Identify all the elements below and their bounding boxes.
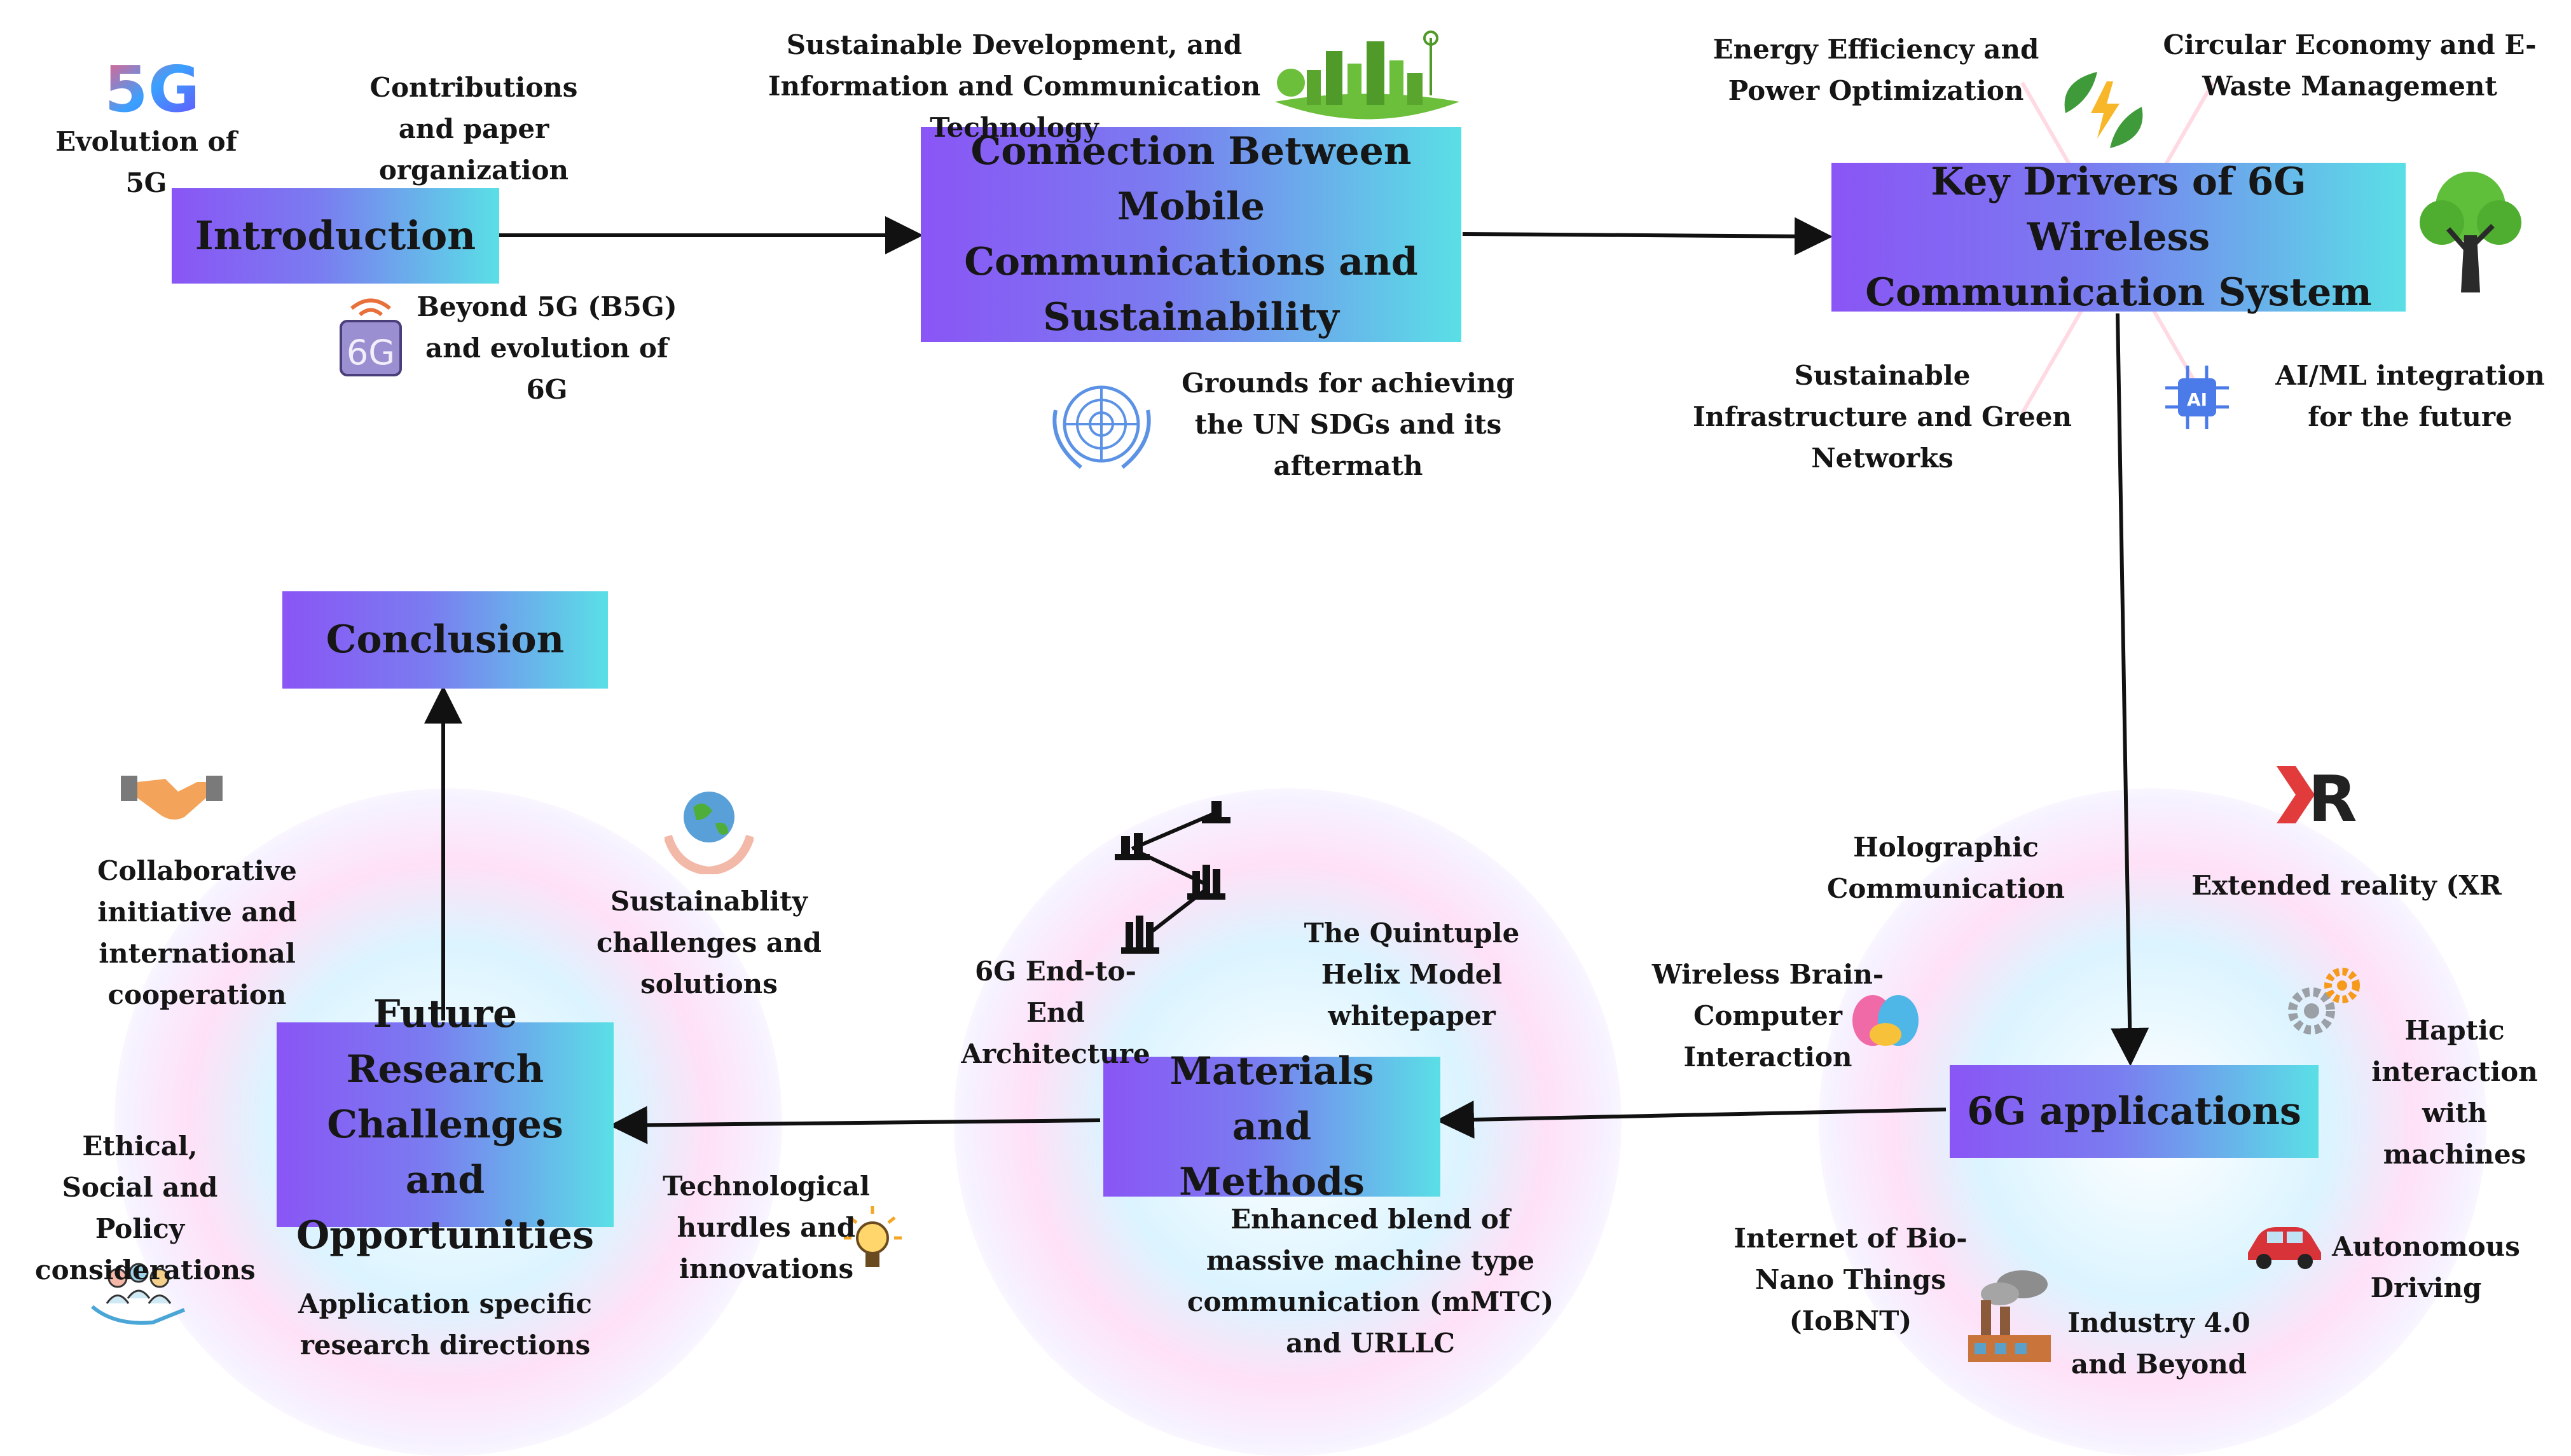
node-connection-label: Connection Between Mobile Communications… xyxy=(964,129,1418,340)
factory-icon xyxy=(1962,1265,2057,1364)
community-care-icon xyxy=(89,1259,188,1329)
architecture-network-icon xyxy=(1103,798,1250,960)
label-autonomous: Autonomous Driving xyxy=(2332,1231,2520,1304)
node-conclusion: Conclusion xyxy=(282,591,608,689)
label-ethical: Ethical, Social and Policy consideration… xyxy=(35,1130,256,1286)
node-introduction-label: Introduction xyxy=(195,212,476,259)
handshake-icon xyxy=(121,763,223,827)
label-iobnt: Internet of Bio-Nano Things (IoBNT) xyxy=(1734,1223,1968,1337)
node-connection: Connection Between Mobile Communications… xyxy=(921,127,1461,342)
label-infrastructure: Sustainable Infrastructure and Green Net… xyxy=(1693,360,2072,474)
svg-text:5G: 5G xyxy=(109,52,195,127)
energy-leaf-icon xyxy=(2053,62,2154,158)
node-future-label: Future Research Challenges and Opportuni… xyxy=(296,991,595,1258)
ai-chip-icon: AI xyxy=(2159,359,2235,436)
svg-text:AI: AI xyxy=(2187,389,2207,410)
label-xr: Extended reality (XR xyxy=(2191,870,2502,901)
node-future: Future Research Challenges and Opportuni… xyxy=(277,992,614,1258)
label-beyond-5g: Beyond 5G (B5G) and evolution of 6G xyxy=(417,291,677,406)
node-introduction: Introduction xyxy=(172,188,499,284)
brain-icon xyxy=(1851,989,1920,1052)
label-tech-hurdles: Technological hurdles and innovations xyxy=(663,1171,870,1285)
car-icon xyxy=(2245,1221,2324,1272)
label-bci: Wireless Brain-Computer Interaction xyxy=(1651,959,1884,1073)
label-haptic: Haptic interaction with machines xyxy=(2371,1015,2538,1171)
label-aiml: AI/ML integration for the future xyxy=(2275,360,2545,433)
label-app-specific: Application specific research directions xyxy=(298,1288,592,1361)
label-mmtc: Enhanced blend of massive machine type c… xyxy=(1187,1204,1554,1359)
svg-text:6G: 6G xyxy=(347,333,395,373)
arrow-materials-to-future xyxy=(609,1106,1101,1144)
node-materials-label: Materials and Methods xyxy=(1169,1048,1374,1204)
label-un-sdgs: Grounds for achieving the UN SDGs and it… xyxy=(1182,367,1515,482)
node-key-drivers-label: Key Drivers of 6G Wireless Communication… xyxy=(1865,159,2372,315)
5g-icon: 5G xyxy=(104,48,200,127)
label-contributions: Contributions and paper organization xyxy=(369,72,578,186)
arrow-applications-to-materials xyxy=(1436,1100,1947,1139)
earth-hands-icon xyxy=(663,785,755,876)
label-quintuple: The Quintuple Helix Model whitepaper xyxy=(1304,917,1520,1032)
node-conclusion-label: Conclusion xyxy=(326,617,565,662)
tree-icon xyxy=(2410,165,2531,296)
green-city-globe-icon xyxy=(1262,25,1472,130)
label-holographic: Holographic Communication xyxy=(1826,832,2065,905)
label-industry: Industry 4.0 and Beyond xyxy=(2067,1307,2250,1380)
node-applications: 6G applications xyxy=(1950,1065,2319,1158)
label-energy: Energy Efficiency and Power Optimization xyxy=(1713,34,2039,107)
label-sust-challenges: Sustainablity challenges and solutions xyxy=(596,886,822,1000)
xr-logo-icon: R xyxy=(2270,760,2366,836)
label-evolution-5g: Evolution of 5G xyxy=(55,126,237,199)
node-key-drivers: Key Drivers of 6G Wireless Communication… xyxy=(1831,160,2406,315)
label-e2e: 6G End-to-End Architecture xyxy=(961,956,1150,1070)
6g-phone-icon: 6G xyxy=(336,289,406,378)
label-circular: Circular Economy and E-Waste Management xyxy=(2163,29,2537,102)
label-collab: Collaborative initiative and internation… xyxy=(97,855,297,1011)
label-sustainable-dev: Sustainable Development, and Information… xyxy=(768,29,1261,144)
node-applications-label: 6G applications xyxy=(1967,1089,2301,1134)
arrow-drivers-to-applications xyxy=(2111,313,2149,1066)
gears-icon xyxy=(2286,966,2362,1040)
svg-text:R: R xyxy=(2308,762,2357,830)
arrow-connection-to-drivers xyxy=(1462,217,1833,256)
node-materials: Materials and Methods xyxy=(1103,1049,1440,1204)
un-emblem-icon xyxy=(1043,372,1161,477)
lightbulb-icon xyxy=(843,1205,903,1275)
